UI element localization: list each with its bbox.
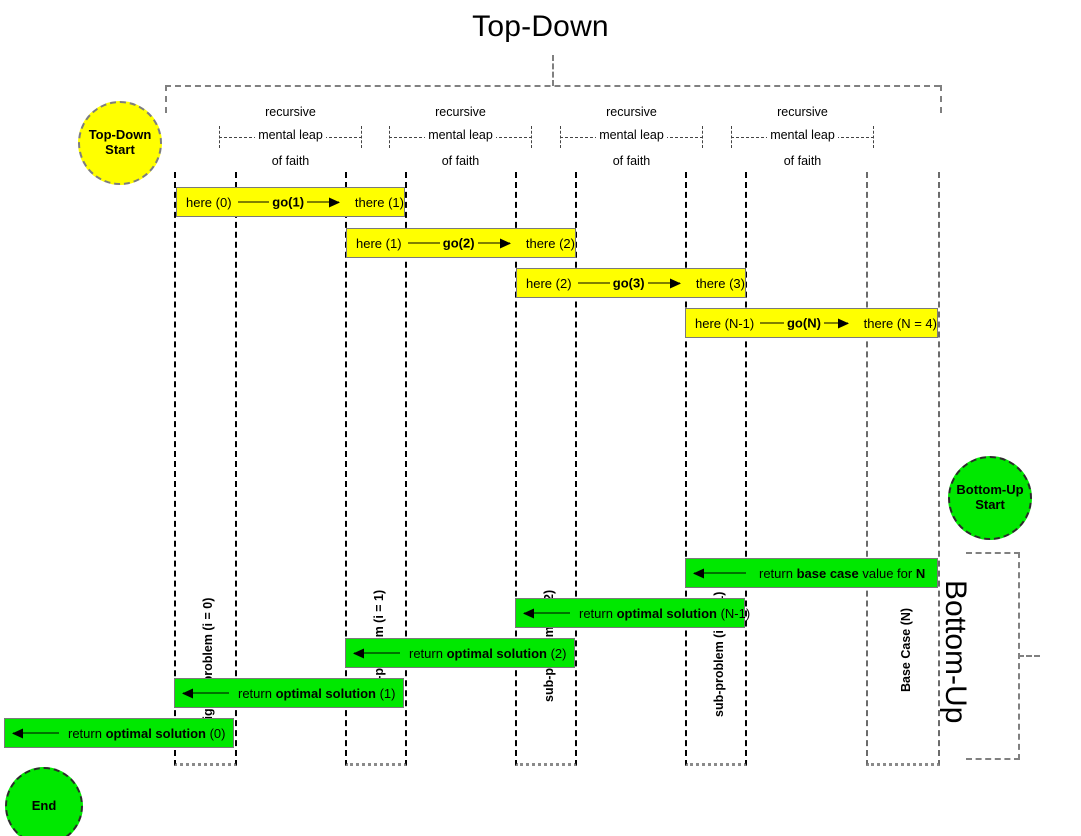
return-bar-2[interactable]: return optimal solution (2): [345, 638, 575, 668]
call-bar-go1-to: there (1): [354, 194, 404, 210]
lifeline-sub-problem-n-1: sub-problem (i = N-1): [685, 172, 747, 766]
call-bar-go3-from: here (2): [526, 275, 572, 291]
top-down-bracket-stem: [552, 55, 554, 86]
call-bar-go2-from: here (1): [356, 235, 402, 251]
call-bar-goN-arrow: go(N): [754, 309, 853, 337]
call-bar-go3[interactable]: here (2) go(3) there (3): [516, 268, 746, 298]
mental-leap-bracket-2: recursive mental leap of faith: [389, 105, 532, 168]
return-bar-2-arrow: [346, 639, 401, 667]
arrow-right-icon: [577, 278, 682, 289]
return-bar-n-1[interactable]: return optimal solution (N-1): [515, 598, 750, 628]
arrow-right-icon: [407, 238, 512, 249]
call-bar-go1[interactable]: here (0) go(1) there (1): [176, 187, 405, 217]
top-down-bracket-left-cap: [165, 85, 167, 113]
return-bar-1-text: return optimal solution (1): [238, 685, 396, 701]
lifeline-label-original-problem: original problem (i = 0): [201, 597, 215, 732]
arrow-right-icon: [237, 197, 341, 208]
arrow-left-icon: [12, 728, 59, 739]
mental-leap-3-line2: mental leap: [596, 128, 667, 142]
mental-leap-bracket-4: recursive mental leap of faith: [731, 105, 874, 168]
mental-leap-3-line3: of faith: [612, 154, 651, 168]
page-title-top-down: Top-Down: [472, 10, 609, 43]
node-bottom-up-start[interactable]: Bottom-Up Start: [948, 456, 1032, 540]
lifeline-label-base-case: Base Case (N): [899, 607, 913, 692]
call-bar-go2-arrow: go(2): [402, 229, 516, 257]
page-title-bottom-up: Bottom-Up: [939, 580, 972, 724]
lifeline-sub-problem-2: sub-problem (i = 2): [515, 172, 577, 766]
call-bar-go3-to: there (3): [695, 275, 745, 291]
mental-leap-3-line1: recursive: [606, 105, 657, 119]
node-bottom-up-start-line2: Start: [975, 497, 1005, 512]
return-bar-base-case[interactable]: return base case value for N: [685, 558, 938, 588]
return-bar-0-arrow: [5, 719, 60, 747]
arrow-left-icon: [693, 568, 746, 579]
top-down-bracket-horizontal: [165, 85, 940, 87]
call-bar-goN[interactable]: here (N-1) go(N) there (N = 4): [685, 308, 938, 338]
lifeline-original-problem: original problem (i = 0): [174, 172, 237, 766]
return-bar-n-1-arrow: [516, 599, 571, 627]
call-bar-go2-to: there (2): [525, 235, 575, 251]
mental-leap-2-line1: recursive: [435, 105, 486, 119]
mental-leap-2-line3: of faith: [441, 154, 480, 168]
call-bar-goN-from: here (N-1): [695, 315, 755, 331]
node-top-down-start-line1: Top-Down: [88, 127, 152, 143]
return-bar-1-arrow: [175, 679, 230, 707]
mental-leap-4-line2: mental leap: [767, 128, 838, 142]
node-bottom-up-start-line1: Bottom-Up: [956, 482, 1024, 498]
node-top-down-start[interactable]: Top-Down Start: [78, 101, 162, 185]
call-bar-go2[interactable]: here (1) go(2) there (2): [346, 228, 576, 258]
arrow-left-icon: [182, 688, 229, 699]
bottom-up-bracket-bottom-cap: [966, 758, 1020, 760]
mental-leap-1-line1: recursive: [265, 105, 316, 119]
mental-leap-bracket-3: recursive mental leap of faith: [560, 105, 703, 168]
top-down-bracket-right-cap: [940, 85, 942, 113]
arrow-left-icon: [353, 648, 400, 659]
return-bar-1[interactable]: return optimal solution (1): [174, 678, 404, 708]
mental-leap-1-line3: of faith: [271, 154, 310, 168]
bottom-up-bracket-top-cap: [966, 552, 1020, 554]
node-end[interactable]: End: [5, 767, 83, 836]
bottom-up-bracket-stem: [1018, 655, 1040, 657]
return-bar-n-1-text: return optimal solution (N-1): [579, 605, 751, 621]
mental-leap-4-line3: of faith: [783, 154, 822, 168]
call-bar-goN-to: there (N = 4): [863, 315, 937, 331]
return-bar-0[interactable]: return optimal solution (0): [4, 718, 234, 748]
mental-leap-bracket-1: recursive mental leap of faith: [219, 105, 362, 168]
node-end-label: End: [31, 797, 57, 813]
return-bar-2-text: return optimal solution (2): [409, 645, 567, 661]
call-bar-go1-from: here (0): [186, 194, 232, 210]
mental-leap-2-line2: mental leap: [425, 128, 496, 142]
lifeline-sub-problem-1: sub-problem (i = 1): [345, 172, 407, 766]
return-bar-0-text: return optimal solution (0): [68, 725, 226, 741]
return-bar-base-case-text: return base case value for N: [759, 565, 926, 581]
node-top-down-start-line2: Start: [105, 142, 135, 157]
return-bar-base-case-arrow: [686, 559, 751, 587]
mental-leap-4-line1: recursive: [777, 105, 828, 119]
lifeline-base-case: Base Case (N): [866, 172, 940, 766]
call-bar-go3-arrow: go(3): [572, 269, 686, 297]
arrow-right-icon: [760, 318, 850, 329]
call-bar-go1-arrow: go(1): [232, 188, 345, 216]
mental-leap-1-line2: mental leap: [255, 128, 326, 142]
arrow-left-icon: [523, 608, 570, 619]
